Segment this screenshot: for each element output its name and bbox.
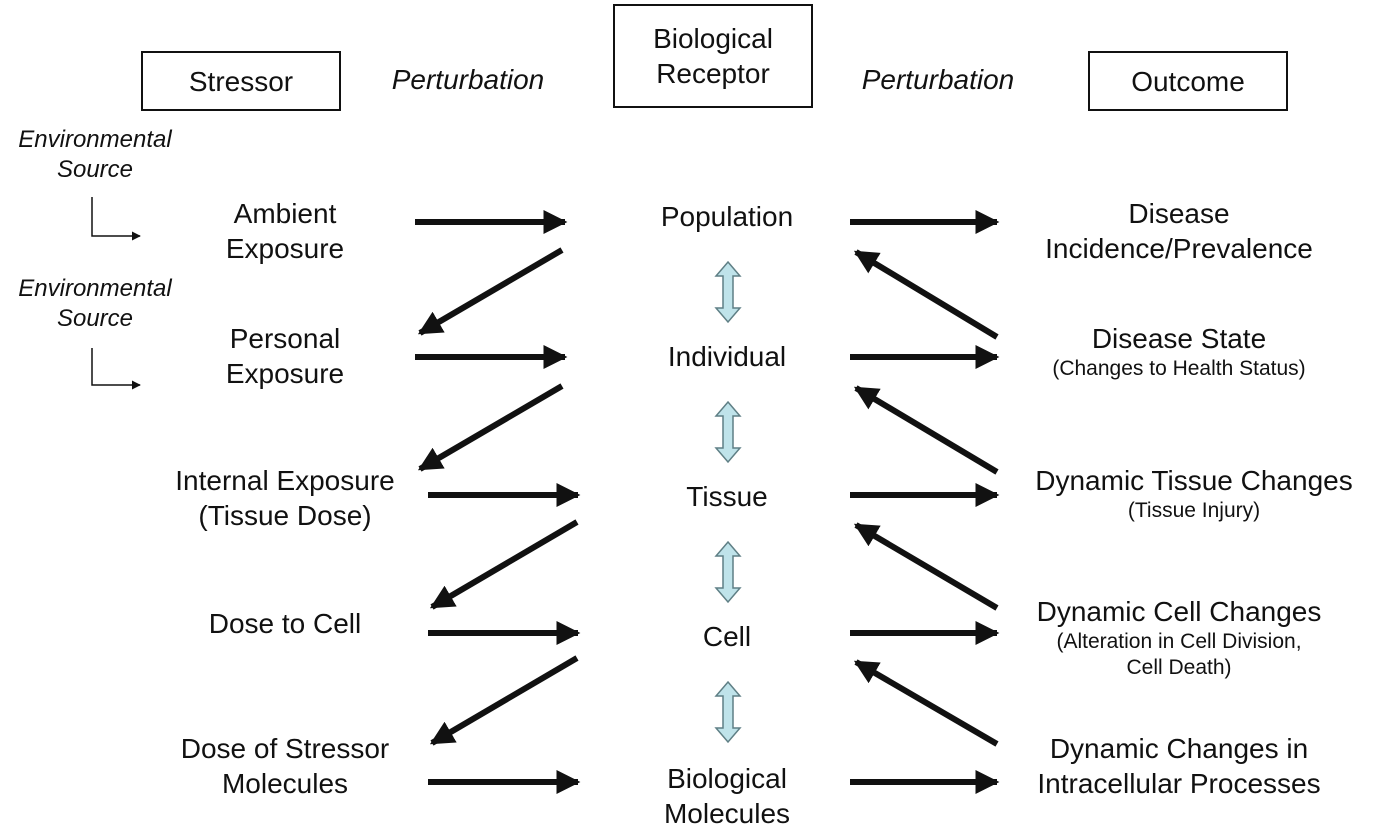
outcome-dynamic-tissue-changes: Dynamic Tissue Changes (Tissue Injury) (1035, 465, 1353, 522)
stressor-personal-exposure: Personal Exposure (225, 323, 345, 389)
receptor-to-stressor-diagonal-3 (429, 519, 579, 610)
receptor-header-line2: Receptor (656, 58, 770, 89)
outcome-feedback-arrow-3 (853, 522, 999, 611)
stressor-header-label: Stressor (188, 65, 294, 97)
receptor-header-line1: Biological (653, 23, 773, 54)
env-source-arrow-2 (91, 348, 141, 390)
biological-receptor-header-box: Biological Receptor (613, 4, 813, 108)
receptor-cell: Cell (702, 621, 752, 652)
env-source-arrow-1 (91, 197, 141, 241)
receptor-to-stressor-diagonal-1 (417, 247, 564, 336)
receptor-tissue: Tissue (686, 481, 768, 512)
perturbation-left-label: Perturbation (391, 64, 545, 95)
stressor-dose-to-cell: Dose to Cell (208, 608, 362, 639)
stressor-ambient-exposure: Ambient Exposure (225, 198, 345, 264)
outcome-disease-incidence: Disease Incidence/Prevalence (1045, 198, 1313, 264)
double-arrow-individual-tissue (714, 400, 742, 464)
receptor-to-stressor-diagonal-2 (417, 383, 564, 472)
double-arrow-cell-molecules (714, 680, 742, 744)
receptor-individual: Individual (667, 341, 787, 372)
perturbation-right-label: Perturbation (861, 64, 1015, 95)
outcome-header-box: Outcome (1088, 51, 1288, 111)
outcome-feedback-arrow-4 (853, 659, 999, 747)
stressor-header-box: Stressor (141, 51, 341, 111)
outcome-intracellular-processes: Dynamic Changes in Intracellular Process… (1037, 733, 1321, 799)
outcome-disease-state: Disease State (Changes to Health Status) (1052, 323, 1306, 380)
outcome-feedback-arrow-1 (853, 249, 999, 340)
outcome-header-label: Outcome (1131, 65, 1245, 97)
double-arrow-population-individual (714, 260, 742, 324)
receptor-population: Population (660, 201, 794, 232)
receptor-biological-molecules: Biological Molecules (663, 763, 791, 829)
stressor-internal-exposure: Internal Exposure (Tissue Dose) (175, 465, 395, 531)
environmental-source-label-1: Environmental Source (18, 126, 172, 183)
stressor-dose-of-stressor-molecules: Dose of Stressor Molecules (180, 733, 390, 799)
double-arrow-tissue-cell (714, 540, 742, 604)
outcome-dynamic-cell-changes: Dynamic Cell Changes (Alteration in Cell… (1036, 596, 1322, 680)
outcome-feedback-arrow-2 (853, 385, 999, 475)
environmental-source-label-2: Environmental Source (18, 275, 172, 332)
receptor-to-stressor-diagonal-4 (429, 655, 579, 746)
